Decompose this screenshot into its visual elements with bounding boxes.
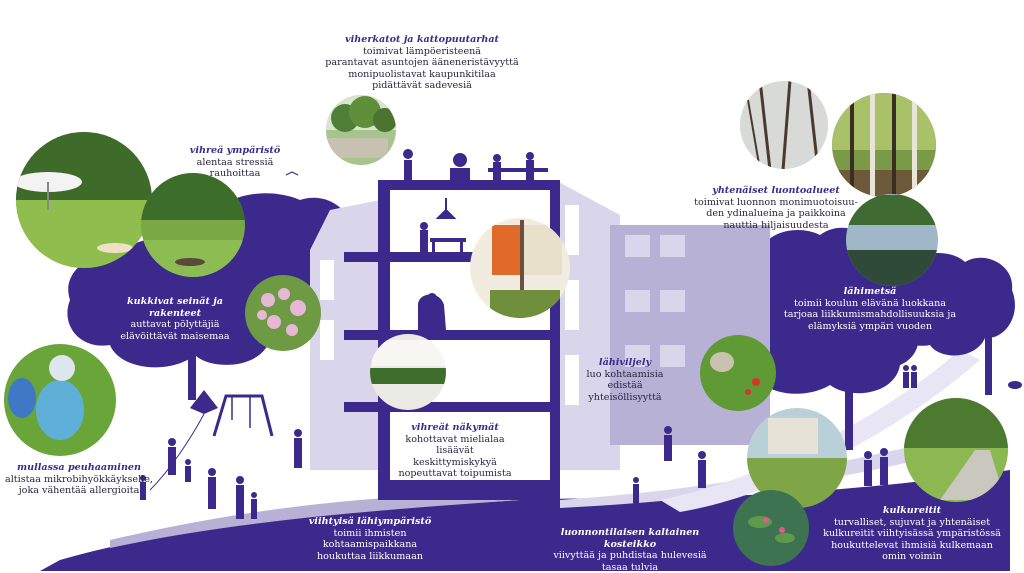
label-kosteikko: luonnontilaisen kaltainen kosteikko viiv…	[540, 527, 720, 573]
label-vihrea-ymparisto-body: alentaa stressiä rauhoittaa	[196, 156, 274, 180]
photo-balcony-plants	[370, 334, 446, 410]
photo-pond-building	[747, 408, 847, 508]
label-yhtenaiset: yhtenäiset luontoalueet toimivat luonnon…	[686, 185, 866, 231]
label-kulkureitit-body: turvalliset, sujuvat ja yhtenäiset kulku…	[823, 516, 1001, 563]
label-kukkivat: kukkivat seinät ja rakenteet auttavat pö…	[100, 296, 250, 342]
label-lahiviljely: lähiviljely luo kohtaamisia edistää yhte…	[570, 357, 680, 403]
label-vihrea-ymparisto-title: vihreä ympäristö	[189, 145, 281, 156]
label-vihrea-ymparisto: vihreä ympäristö alentaa stressiä rauhoi…	[180, 145, 290, 180]
photo-park-lawn	[141, 173, 245, 277]
label-viihtyisa-body: toimii ihmisten kohtaamispaikkana houkut…	[316, 527, 424, 562]
photo-winter-forest	[740, 81, 828, 169]
label-viihtyisa-title: viihtyisä lähiympäristö	[308, 516, 432, 527]
photo-lake	[846, 194, 938, 286]
photo-path	[904, 398, 1008, 502]
label-viherkatot-title: viherkatot ja kattopuutarhat	[345, 34, 499, 45]
label-kosteikko-title: luonnontilaisen kaltainen kosteikko	[560, 527, 700, 550]
label-lahiviljely-body: luo kohtaamisia edistää yhteisöllisyyttä	[586, 368, 664, 403]
label-kulkureitit: kulkureitit turvalliset, sujuvat ja yhte…	[812, 505, 1012, 563]
label-vihreat-nakymat-body: kohottavat mielialaa lisäävät keskittymi…	[398, 433, 512, 480]
label-mullassa-title: mullassa peuhaaminen	[16, 462, 142, 473]
label-lahimetsa: lähimetsä toimii koulun elävänä luokkana…	[780, 286, 960, 332]
photo-child-soil	[4, 344, 116, 456]
label-viherkatot: viherkatot ja kattopuutarhat toimivat lä…	[322, 34, 522, 92]
label-viihtyisa: viihtyisä lähiympäristö toimii ihmisten …	[290, 516, 450, 562]
label-mullassa: mullassa peuhaaminen altistaa mikrobihyö…	[4, 462, 154, 497]
photo-flowers	[245, 275, 321, 351]
label-lahimetsa-title: lähimetsä	[843, 286, 897, 297]
label-vihreat-nakymat-title: vihreät näkymät	[411, 422, 499, 433]
photo-birch-forest	[832, 93, 936, 197]
people-silhouettes	[140, 171, 1022, 519]
label-kulkureitit-title: kulkureitit	[882, 505, 942, 516]
photo-window-view	[470, 218, 570, 318]
photo-roof-garden	[326, 95, 396, 165]
label-vihreat-nakymat: vihreät näkymät kohottavat mielialaa lis…	[394, 422, 516, 480]
label-kukkivat-body: auttavat pölyttäjiä elävöittävät maisema…	[120, 319, 230, 342]
photo-water-lilies	[733, 490, 809, 566]
label-viherkatot-body: toimivat lämpöeristeenä parantavat asunt…	[325, 45, 519, 92]
label-mullassa-body: altistaa mikrobihyökkäykselle, joka vähe…	[5, 473, 153, 497]
label-yhtenaiset-title: yhtenäiset luontoalueet	[712, 185, 840, 196]
label-lahiviljely-title: lähiviljely	[598, 357, 652, 368]
label-lahimetsa-body: toimii koulun elävänä luokkana tarjoaa l…	[783, 297, 957, 332]
label-kukkivat-title: kukkivat seinät ja rakenteet	[127, 296, 223, 319]
label-kosteikko-body: viivyttää ja puhdistaa hulevesiä tasaa t…	[553, 550, 707, 573]
label-yhtenaiset-body: toimivat luonnon monimuotoisuu- den ydin…	[694, 196, 858, 231]
photo-gardening	[700, 335, 776, 411]
